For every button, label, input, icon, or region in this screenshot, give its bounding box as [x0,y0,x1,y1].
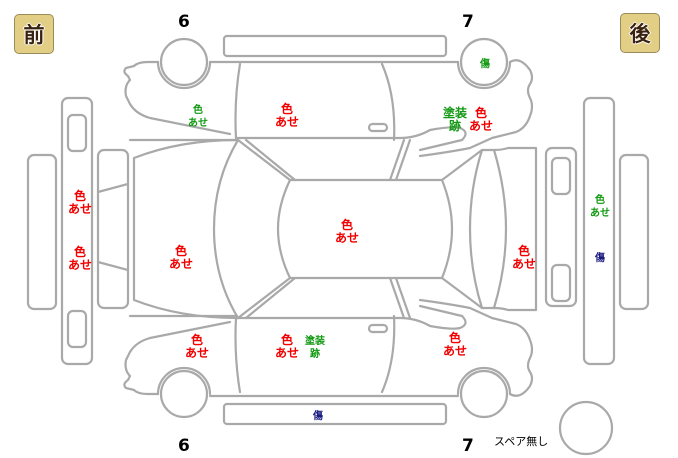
mark-top-front-fender: 色あせ [188,105,208,129]
mark-front-bumper-upper: 色あせ [67,189,93,216]
mark-top-front-door: 色あせ [274,102,300,129]
mark-bottom-front-door-repaint: 塗装跡 [305,336,325,360]
trunk-panel [468,146,538,312]
taillight-panel [544,146,578,308]
mark-roof: 色あせ [334,218,360,245]
rear-badge: 後 [620,13,660,53]
top-sill-panel [222,34,448,58]
tire-number-top-front: 6 [178,12,190,32]
front-bumper [60,96,94,366]
rear-bumper [582,96,616,366]
mark-top-rear-quarter-repaint: 塗装跡 [442,106,468,133]
mark-trunk: 色あせ [511,244,537,271]
mark-bottom-front-fender: 色あせ [184,333,210,360]
bottom-sill-panel [222,402,448,426]
spare-tire-note: スペア無し [494,435,549,448]
mark-bottom-front-door-fade: 色あせ [274,333,300,360]
top-front-wheel [159,37,209,87]
mark-front-bumper-lower: 色あせ [67,245,93,272]
tire-number-top-rear: 7 [462,12,474,32]
front-badge: 前 [14,14,54,54]
hood-panel [132,138,240,320]
mark-bottom-rear-quarter: 色あせ [442,331,468,358]
tire-number-bottom-front: 6 [178,436,190,456]
mark-rear-bumper-fade: 色あせ [590,195,610,219]
spare-tire-circle [558,400,614,456]
bottom-front-wheel [159,369,209,419]
tire-number-bottom-rear: 7 [462,436,474,456]
mark-bottom-sill: 傷 [313,411,323,422]
front-bumper-outer [26,153,58,311]
mark-hood: 色あせ [168,244,194,271]
bottom-rear-wheel [459,369,509,419]
mark-top-rear-wheel: 傷 [480,59,490,70]
top-rear-wheel [459,37,509,87]
mark-top-rear-quarter-fade: 色あせ [468,106,494,133]
roof-panel [288,178,454,280]
rear-bumper-outer [618,153,650,311]
mark-rear-bumper-scratch: 傷 [595,253,605,264]
headlight-panel [96,148,130,310]
